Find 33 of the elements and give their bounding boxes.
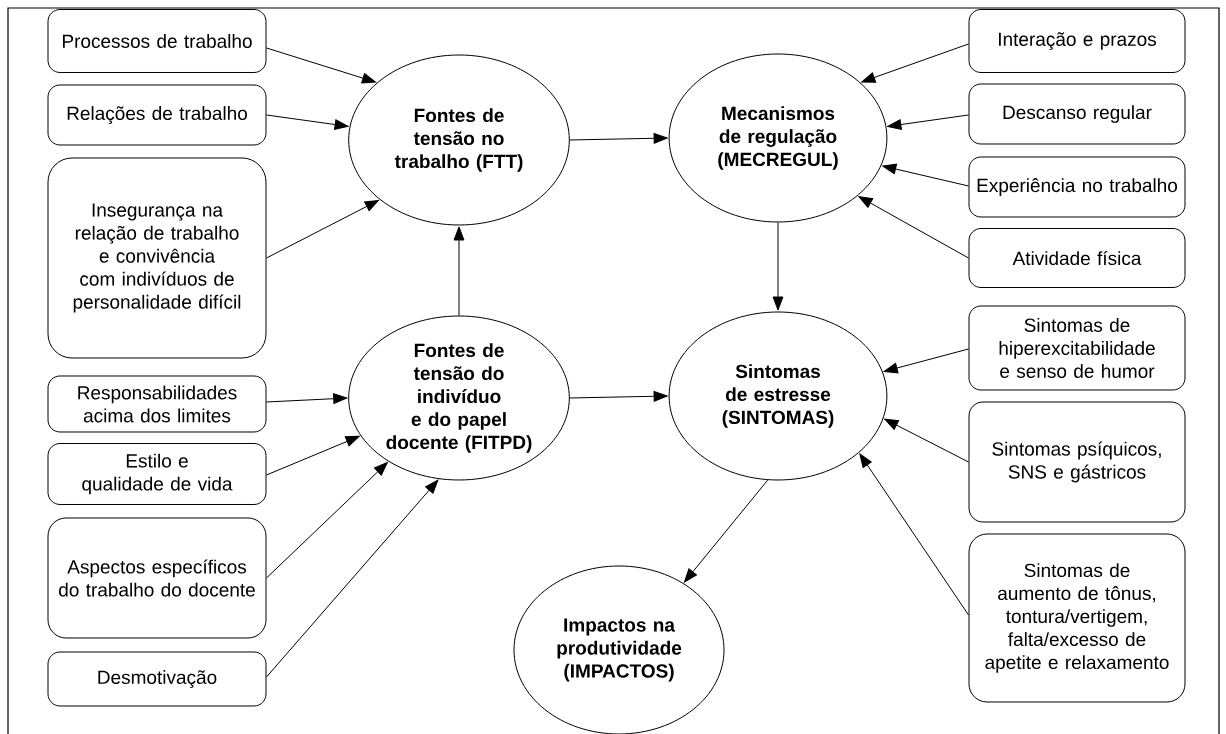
factor-box: Sintomas de aumento de tônus, tontura/vertigem, falta/excesso de apetite e relaxamento xyxy=(968,533,1186,703)
arrow xyxy=(569,132,668,144)
arrow xyxy=(884,418,969,463)
arrow xyxy=(882,163,969,187)
factor-box: Interação e prazos xyxy=(968,9,1186,73)
factor-box: Descanso regular xyxy=(968,83,1186,145)
factor-box: Desmotivação xyxy=(47,651,267,707)
arrow xyxy=(858,196,969,259)
arrow xyxy=(569,390,668,402)
arrow xyxy=(266,199,379,259)
factor-box: Aspectos específicos do trabalho do docente xyxy=(47,517,267,639)
factor-box: Processos de trabalho xyxy=(47,9,267,73)
arrow xyxy=(266,393,348,405)
arrow xyxy=(266,462,388,579)
factor-box: Estilo e qualidade de vida xyxy=(47,443,267,505)
arrow xyxy=(453,226,465,316)
factor-box: Responsabilidades acima dos limites xyxy=(47,375,267,433)
factor-box: Atividade física xyxy=(968,228,1186,288)
arrow xyxy=(772,222,784,311)
arrow xyxy=(683,479,769,583)
factor-box: Sintomas psíquicos, SNS e gástricos xyxy=(968,401,1186,523)
arrow xyxy=(266,479,439,678)
arrow xyxy=(887,114,969,130)
arrow xyxy=(266,435,360,476)
arrow xyxy=(859,453,969,616)
factor-box: Sintomas de hiperexcitabilidade e senso de humor xyxy=(968,305,1186,391)
factor-box: Insegurança na relação de trabalho e convivência com indivíduos de personalidade difícil xyxy=(47,157,267,359)
factor-box: Experiência no trabalho xyxy=(968,156,1186,218)
arrow xyxy=(883,348,969,374)
arrow xyxy=(861,43,969,83)
arrow xyxy=(266,47,377,84)
factor-box: Relações de trabalho xyxy=(47,84,267,146)
arrow xyxy=(266,114,349,130)
